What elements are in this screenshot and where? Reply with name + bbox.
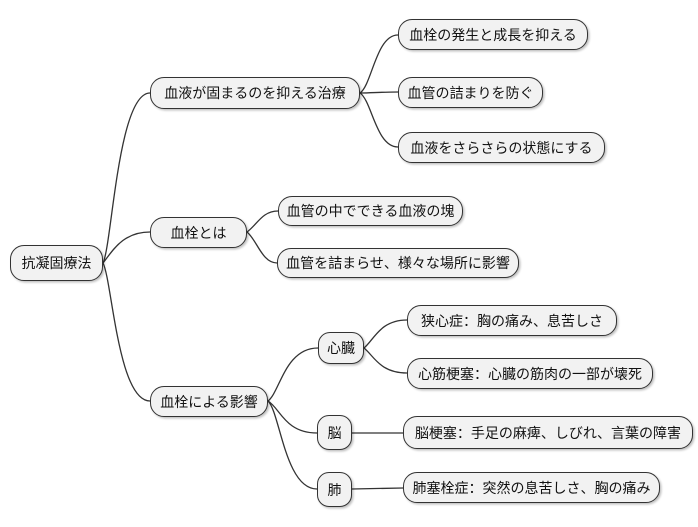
edge-treatment-leaf2 xyxy=(359,91,399,94)
edge-lung-leaf1 xyxy=(351,487,404,490)
node-thrombus-leaf-2: 血管を詰まらせ、様々な場所に影響 xyxy=(277,248,519,278)
node-heart-leaf-1: 狭心症：胸の痛み、息苦しさ xyxy=(407,305,617,336)
edge-heart-leaf1 xyxy=(363,319,408,349)
node-heart-leaf-2: 心筋梗塞：心臓の筋肉の一部が壊死 xyxy=(407,358,653,389)
node-treatment-leaf-2: 血管の詰まりを防ぐ xyxy=(398,77,543,108)
edge-root-effects xyxy=(102,262,151,402)
edge-root-thrombus xyxy=(102,231,151,264)
edge-treatment-leaf1 xyxy=(359,34,399,94)
node-lung-leaf-1: 肺塞栓症：突然の息苦しさ、胸の痛み xyxy=(403,472,660,503)
node-brain: 脳 xyxy=(317,415,352,450)
node-thrombus: 血栓とは xyxy=(150,217,247,248)
node-treatment: 血液が固まるのを抑える治療 xyxy=(150,77,360,109)
edge-effects-heart xyxy=(267,347,319,402)
node-thrombus-leaf-1: 血管の中でできる血液の塊 xyxy=(278,196,463,226)
edge-treatment-leaf3 xyxy=(359,92,399,148)
node-root: 抗凝固療法 xyxy=(10,245,103,281)
edge-effects-lung xyxy=(267,400,318,490)
node-brain-leaf-1: 脳梗塞：手足の麻痺、しびれ、言葉の障害 xyxy=(403,416,693,449)
edge-root-treatment xyxy=(102,92,151,264)
edge-thrombus-leaf1 xyxy=(246,210,279,233)
edge-effects-brain xyxy=(267,400,318,434)
edge-thrombus-leaf2 xyxy=(246,231,278,264)
node-treatment-leaf-1: 血栓の発生と成長を抑える xyxy=(398,19,588,50)
node-treatment-leaf-3: 血液をさらさらの状態にする xyxy=(398,132,605,163)
node-heart: 心臓 xyxy=(318,332,364,364)
node-effects: 血栓による影響 xyxy=(150,386,268,417)
edge-heart-leaf2 xyxy=(363,347,408,374)
node-lung: 肺 xyxy=(317,472,352,507)
